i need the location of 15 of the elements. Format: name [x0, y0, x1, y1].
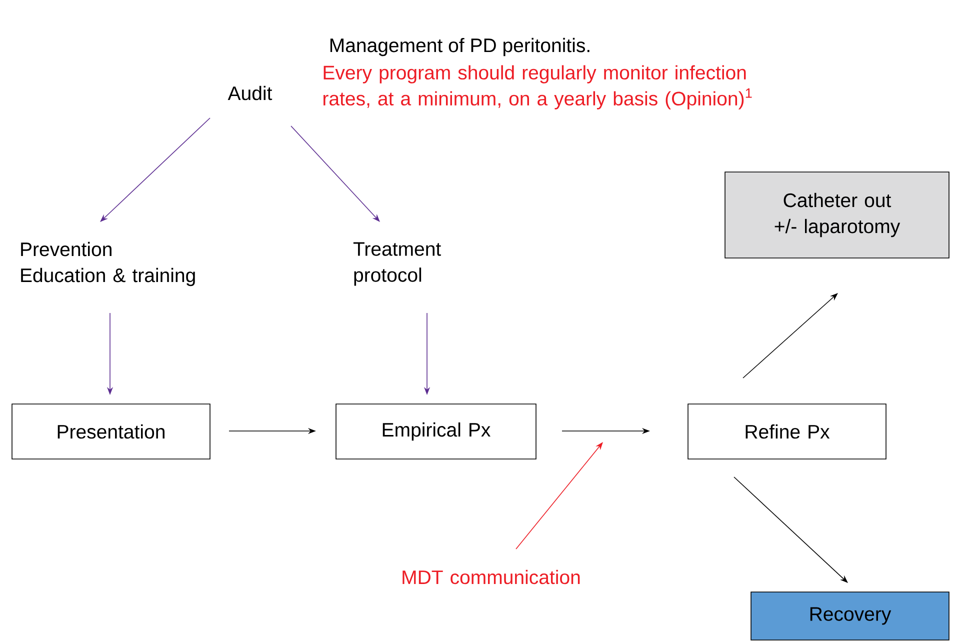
process-box: Refine Px — [688, 404, 886, 460]
arrow — [100, 118, 210, 222]
node-text: Audit — [228, 86, 272, 100]
title: Management of PD peritonitis. — [330, 38, 590, 56]
node-text: Prevention Education & training — [21, 242, 195, 286]
node-text: Treatment protocol — [353, 242, 441, 286]
arrow — [734, 476, 848, 583]
arrow — [742, 293, 838, 378]
process-box: Recovery — [750, 592, 950, 640]
arrow — [290, 126, 380, 222]
process-box: Presentation — [12, 404, 210, 460]
process-box: Empirical Px — [336, 404, 536, 460]
note-text: Every program should regularly monitor infection rates, at a minimum, on a yearly basis (Opinion)$^{1}$ — [324, 65, 752, 110]
process-box: Catheter out +/- laparotomy — [724, 172, 950, 258]
node-text: MDT communication — [402, 570, 580, 584]
